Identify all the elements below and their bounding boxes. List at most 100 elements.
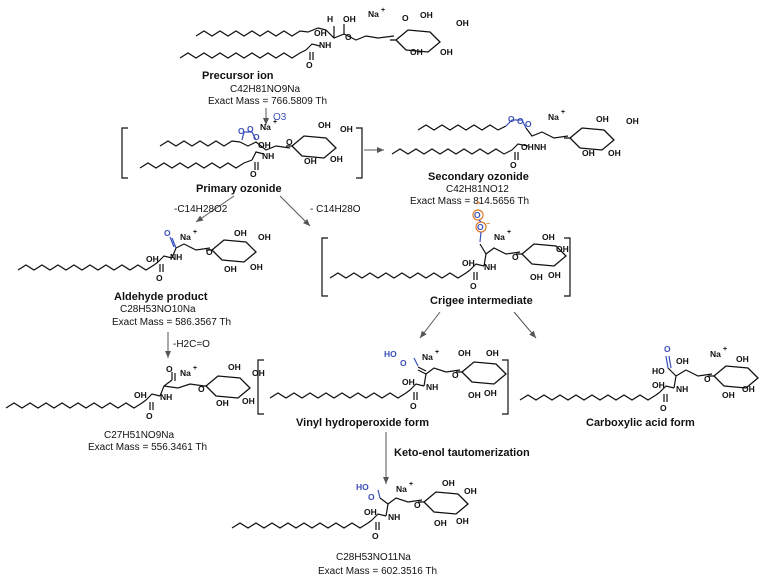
svg-text:O: O (660, 403, 667, 413)
svg-text:OH: OH (742, 384, 755, 394)
svg-text:+: + (723, 346, 727, 353)
svg-text:O: O (250, 169, 257, 179)
svg-text:O: O (510, 160, 517, 170)
svg-text:OH: OH (462, 258, 475, 268)
svg-text:OH: OH (216, 398, 229, 408)
svg-text:O: O (247, 124, 254, 134)
svg-text:OH: OH (228, 362, 241, 372)
svg-text:O: O (474, 210, 481, 220)
svg-text:OH: OH (582, 148, 595, 158)
svg-text:OH: OH (596, 114, 609, 124)
svg-text:OH: OH (626, 116, 639, 126)
svg-text:OH: OH (304, 156, 317, 166)
primary-title: Primary ozonide (196, 183, 282, 195)
secondary-title: Secondary ozonide (428, 171, 529, 183)
svg-text:OH: OH (521, 142, 534, 152)
svg-text:+: + (381, 7, 385, 14)
aldehyde-title: Aldehyde product (114, 291, 208, 303)
arrow-criegee-to-carboxylic (513, 311, 537, 339)
final-formula: C28H53NO11Na (336, 552, 411, 563)
o3-reagent: O3 (273, 112, 287, 123)
svg-text:OH: OH (134, 390, 147, 400)
svg-text:OH: OH (330, 154, 343, 164)
criegee-molecule: O O + − OH O NH O Na + OH OH OH OH (321, 200, 571, 297)
svg-text:OH: OH (234, 228, 247, 238)
svg-text:OH: OH (458, 348, 471, 358)
svg-text:NH: NH (534, 142, 546, 152)
svg-text:H: H (327, 14, 333, 24)
aldehyde-molecule: O OH O NH O Na + OH OH OH OH (17, 228, 271, 283)
secondary-ozonide-molecule: O O O OH O NH Na + OH OH OH OH (391, 109, 639, 170)
arrow-primary-to-aldehyde (195, 195, 235, 223)
primary-ozonide-molecule: O O O OH O NH O Na + OH OH OH OH (121, 119, 363, 179)
svg-text:O: O (400, 358, 407, 368)
svg-text:NH: NH (262, 151, 274, 161)
svg-text:NH: NH (676, 384, 688, 394)
svg-text:OH: OH (486, 348, 499, 358)
svg-text:OH: OH (722, 390, 735, 400)
svg-text:OH: OH (608, 148, 621, 158)
precursor-formula: C42H81NO9Na (230, 84, 300, 95)
svg-text:OH: OH (146, 254, 159, 264)
svg-text:OH: OH (464, 486, 477, 496)
loss-formaldehyde: -H2C=O (173, 339, 210, 350)
svg-text:O: O (286, 137, 293, 147)
svg-text:NH: NH (160, 392, 172, 402)
svg-text:O: O (238, 126, 245, 136)
svg-text:OH: OH (736, 354, 749, 364)
svg-text:OH: OH (548, 270, 561, 280)
svg-text:O: O (402, 13, 409, 23)
svg-text:Na: Na (260, 122, 271, 132)
svg-text:Na: Na (180, 232, 191, 242)
svg-text:OH: OH (556, 244, 569, 254)
c27-molecule: O OH O NH O Na + OH OH OH OH (5, 362, 265, 421)
svg-text:Na: Na (710, 349, 721, 359)
svg-text:OH: OH (484, 388, 497, 398)
svg-text:O: O (146, 411, 153, 421)
svg-text:+: + (273, 119, 277, 126)
svg-text:OH: OH (434, 518, 447, 528)
svg-text:OH: OH (420, 10, 433, 20)
svg-text:O: O (517, 116, 524, 126)
keto-enol-label: Keto-enol tautomerization (394, 447, 530, 459)
svg-text:OH: OH (468, 390, 481, 400)
precursor-molecule: OH O H OH NH O Na + O OH OH OH OH (179, 7, 469, 70)
svg-text:O: O (664, 344, 671, 354)
final-mass: Exact Mass = 602.3516 Th (318, 566, 437, 577)
svg-text:O: O (512, 252, 519, 262)
svg-text:O: O (306, 60, 313, 70)
svg-text:OH: OH (242, 396, 255, 406)
svg-text:OH: OH (442, 478, 455, 488)
final-product-molecule: HO O OH O NH O Na + OH OH OH OH (231, 478, 477, 541)
svg-text:OH: OH (676, 356, 689, 366)
svg-text:O: O (508, 114, 515, 124)
svg-text:O: O (164, 228, 171, 238)
carboxylic-acid-molecule: O HO OH OH O NH O Na + OH OH OH (519, 344, 759, 413)
svg-text:+: + (435, 349, 439, 356)
aldehyde-formula: C28H53NO10Na (120, 304, 196, 315)
svg-text:O: O (452, 370, 459, 380)
svg-text:Na: Na (548, 112, 559, 122)
svg-text:O: O (198, 384, 205, 394)
svg-text:OH: OH (340, 124, 353, 134)
svg-text:NH: NH (426, 382, 438, 392)
svg-text:OH: OH (456, 18, 469, 28)
svg-text:OH: OH (343, 14, 356, 24)
svg-text:O: O (345, 32, 352, 42)
svg-text:HO: HO (652, 366, 665, 376)
svg-text:HO: HO (384, 349, 397, 359)
svg-text:OH: OH (456, 516, 469, 526)
svg-text:NH: NH (319, 40, 331, 50)
svg-text:OH: OH (258, 140, 271, 150)
svg-text:OH: OH (530, 272, 543, 282)
svg-text:O: O (704, 374, 711, 384)
c27-formula: C27H51NO9Na (104, 430, 174, 441)
svg-text:OH: OH (314, 28, 327, 38)
vinyl-title: Vinyl hydroperoxide form (296, 417, 429, 429)
svg-text:+: + (409, 481, 413, 488)
svg-text:OH: OH (402, 377, 415, 387)
svg-text:OH: OH (250, 262, 263, 272)
svg-text:O: O (477, 222, 484, 232)
arrow-primary-to-criegee (279, 195, 311, 227)
svg-text:Na: Na (180, 368, 191, 378)
